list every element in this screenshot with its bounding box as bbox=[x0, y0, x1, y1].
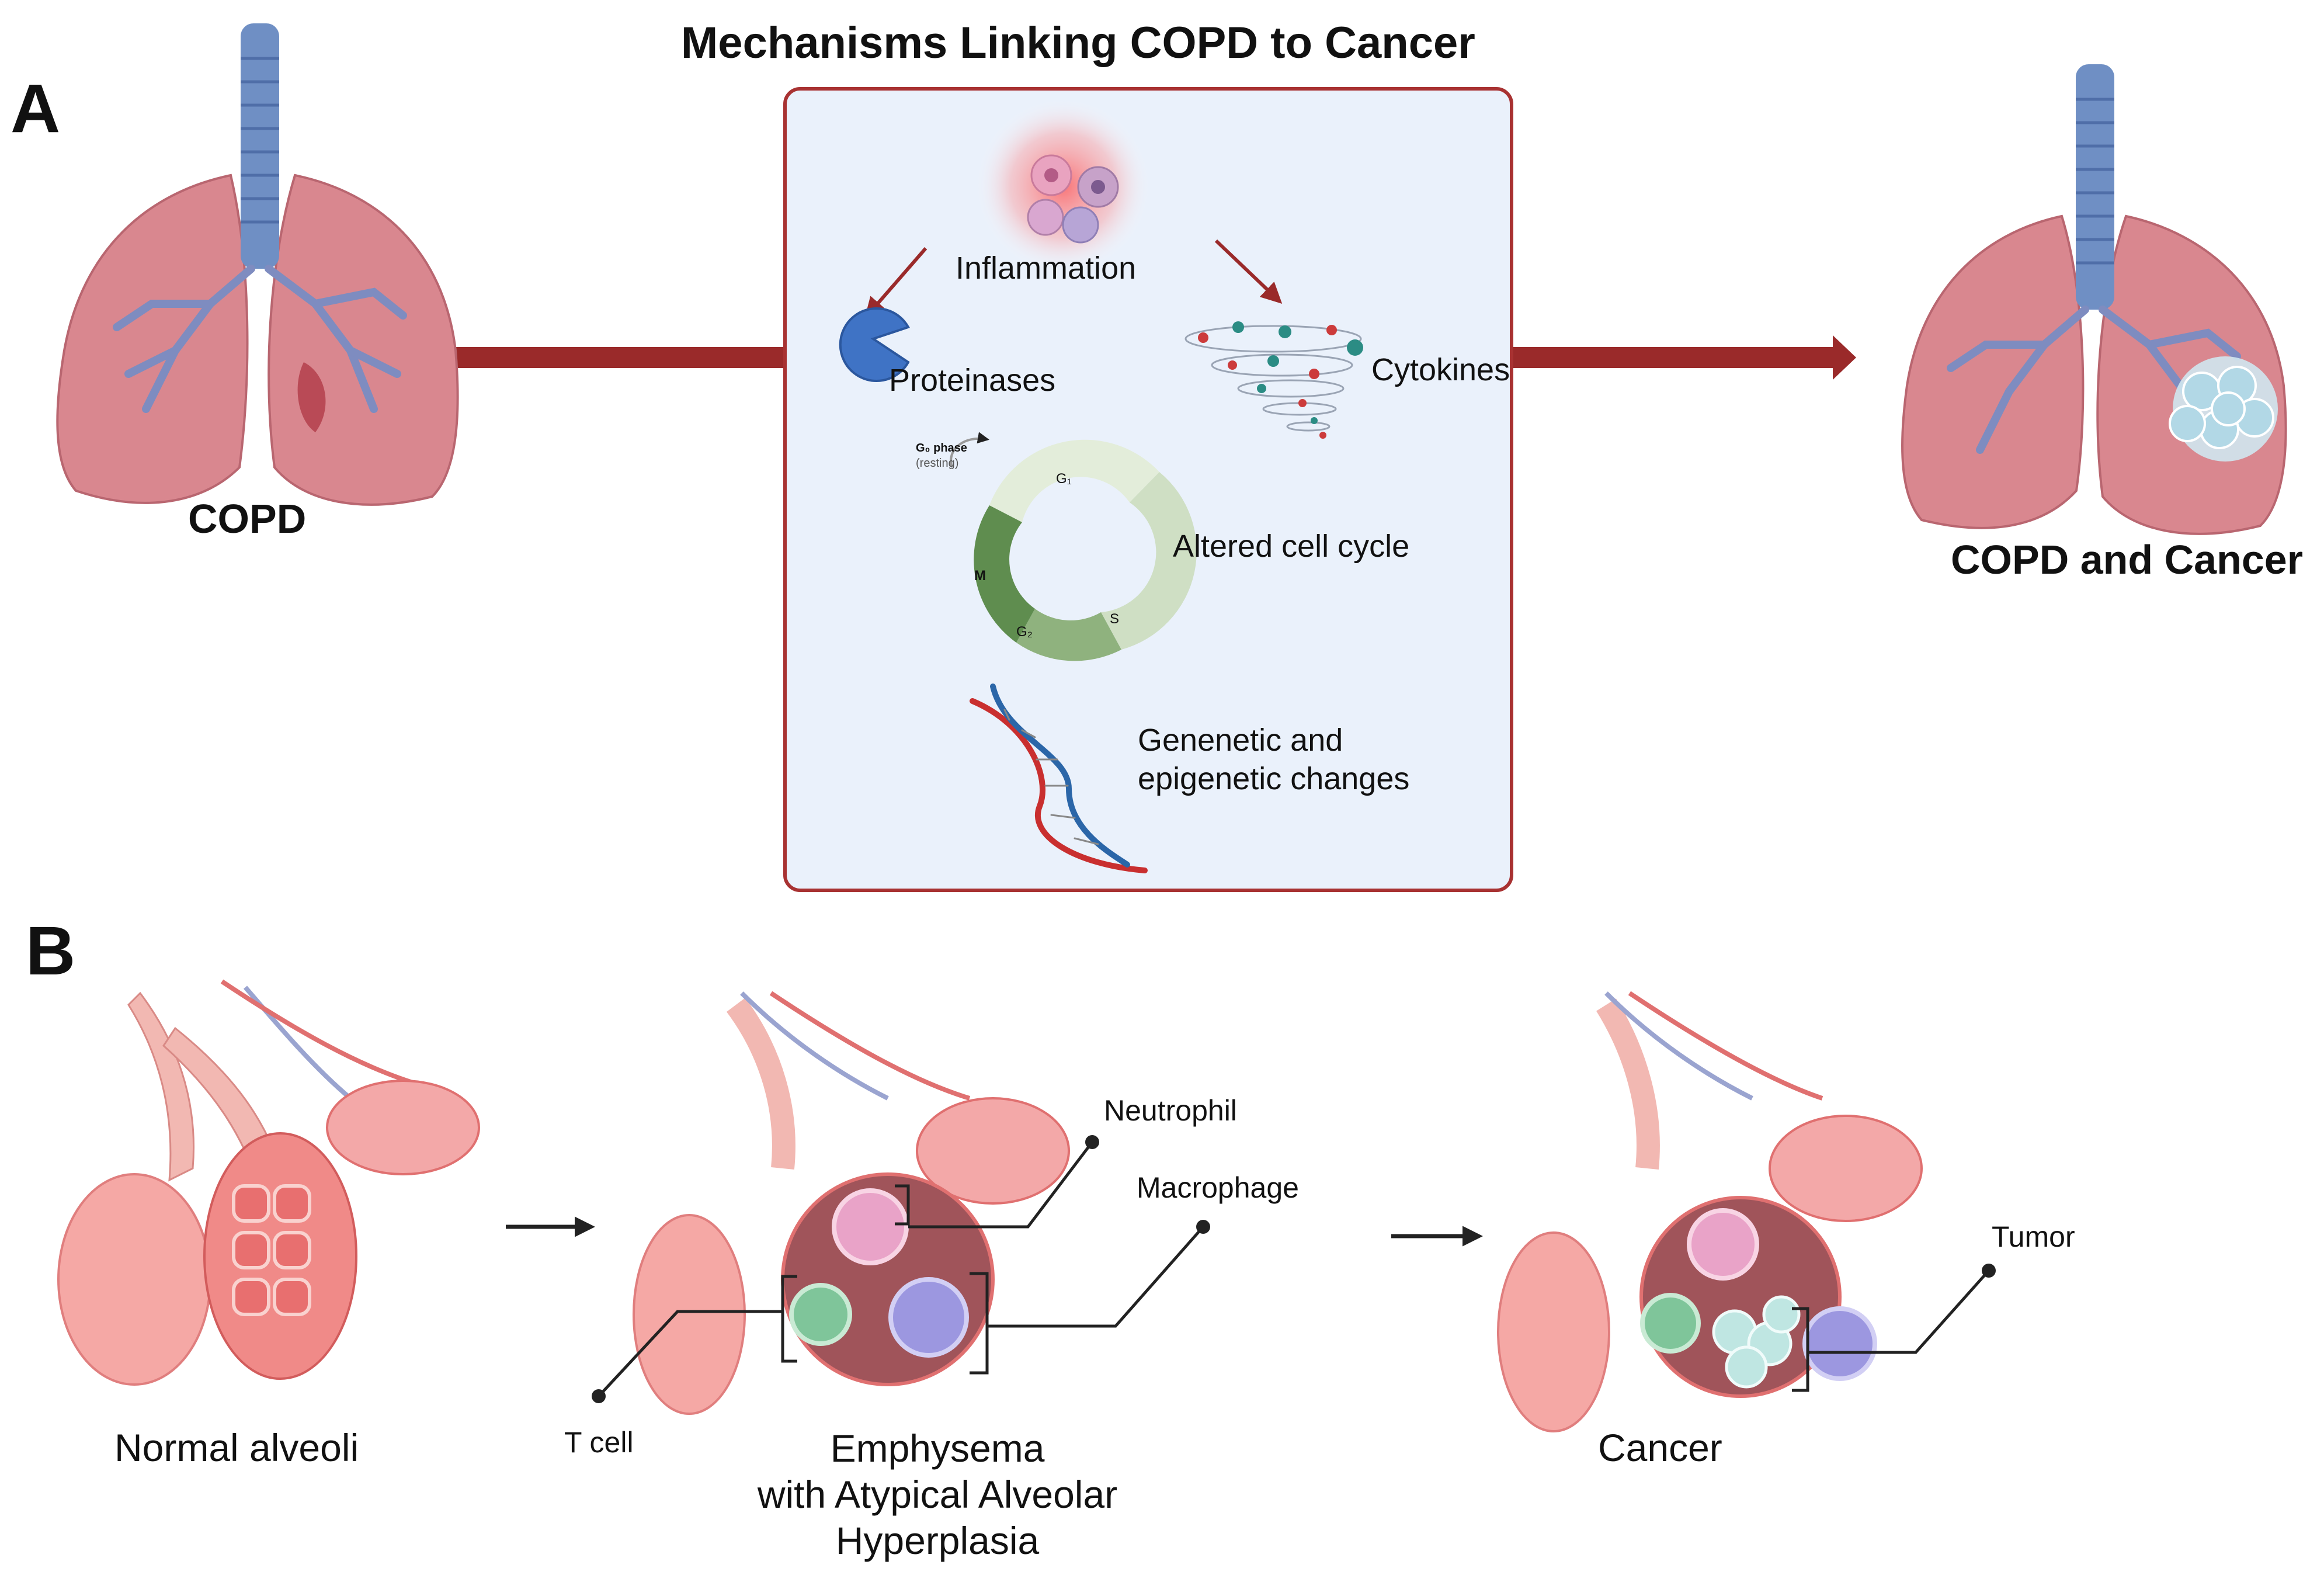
callout-dots bbox=[592, 1135, 1996, 1403]
arrow-to-cytokines bbox=[1214, 239, 1283, 304]
main-arrow-head bbox=[1833, 335, 1856, 380]
resting-label: (resting) bbox=[916, 457, 959, 470]
cytokine-dots bbox=[1198, 321, 1363, 439]
emphysema-label-line1: Emphysema bbox=[830, 1427, 1045, 1470]
panel-b-letter: B bbox=[26, 913, 76, 990]
g0-phase-label: G₀ phase bbox=[916, 442, 967, 455]
emphysema-label-line2: with Atypical Alveolar bbox=[757, 1473, 1118, 1517]
cytokines-label: Cytokines bbox=[1371, 352, 1510, 387]
g1-label: G₁ bbox=[1056, 471, 1072, 487]
proteinases-label: Proteinases bbox=[889, 363, 1056, 398]
main-arrow-right-segment bbox=[1512, 347, 1833, 368]
emphysema-label: Emphysema with Atypical Alveolar Hyperpl… bbox=[727, 1425, 1148, 1564]
proteinase-icon bbox=[839, 307, 910, 382]
tumor-callout bbox=[1792, 1269, 1990, 1392]
copd-cancer-lungs-illustration bbox=[1901, 64, 2287, 535]
cancer-label: Cancer bbox=[1598, 1426, 1722, 1469]
main-arrow-left-segment bbox=[454, 347, 785, 368]
normal-alveoli-illustration bbox=[57, 979, 480, 1386]
panel-a-letter: A bbox=[11, 70, 61, 147]
macrophage-label: Macrophage bbox=[1137, 1171, 1299, 1204]
neutrophil-cell bbox=[832, 1188, 909, 1265]
tcell-label: T cell bbox=[564, 1426, 634, 1459]
tcell-cell bbox=[789, 1283, 852, 1346]
cancer-illustration bbox=[1497, 991, 1923, 1432]
m-label: M bbox=[974, 568, 986, 584]
genetic-label-line1: Genenetic and bbox=[1138, 723, 1343, 758]
neutrophil-label: Neutrophil bbox=[1104, 1094, 1237, 1127]
arrow-to-proteinases bbox=[864, 247, 927, 319]
copd-and-cancer-label: COPD and Cancer bbox=[1951, 537, 2303, 582]
copd-lungs-illustration bbox=[56, 23, 459, 506]
emphysema-label-line3: Hyperplasia bbox=[835, 1519, 1040, 1563]
altered-cell-cycle-label: Altered cell cycle bbox=[1173, 529, 1410, 564]
g2-label: G₂ bbox=[1016, 624, 1033, 640]
macrophage-cell bbox=[888, 1277, 969, 1358]
emphysema-callouts bbox=[597, 1141, 1204, 1397]
inflammation-label: Inflammation bbox=[956, 251, 1137, 286]
genetic-label-line2: epigenetic changes bbox=[1138, 761, 1410, 796]
tumor-label: Tumor bbox=[1992, 1220, 2075, 1253]
inflammation-cells-illustration bbox=[975, 98, 1151, 273]
cell-cycle-diagram bbox=[950, 432, 1197, 661]
copd-label: COPD bbox=[188, 496, 307, 542]
s-label: S bbox=[1110, 611, 1120, 627]
page-title: Mechanisms Linking COPD to Cancer bbox=[681, 18, 1475, 68]
emphysema-illustration bbox=[633, 991, 1070, 1415]
dna-helix-icon bbox=[970, 684, 1148, 873]
normal-alveoli-label: Normal alveoli bbox=[114, 1426, 359, 1469]
